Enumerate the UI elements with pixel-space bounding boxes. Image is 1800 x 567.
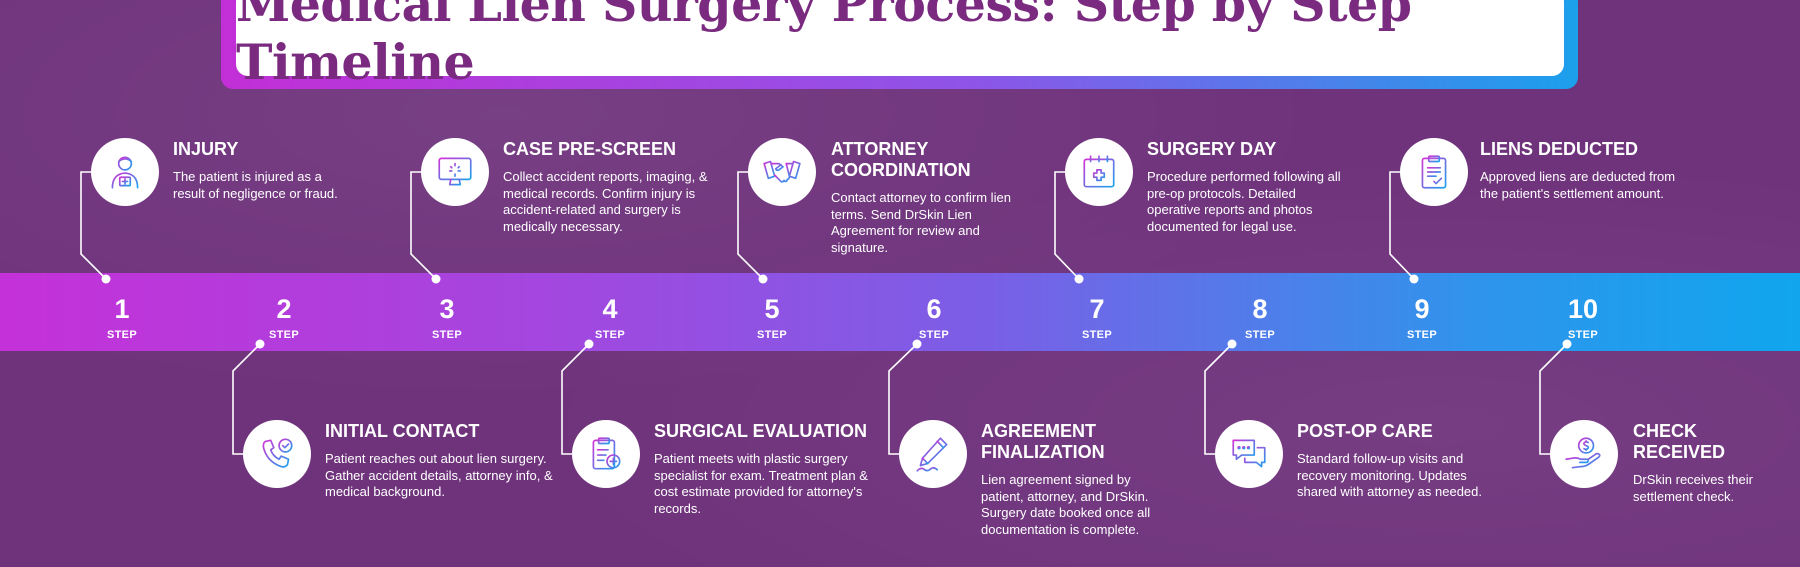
- clipboard-plus-icon: [572, 420, 640, 488]
- pen-signature-icon: [899, 420, 967, 488]
- calendar-medical-icon: [1065, 138, 1133, 206]
- step-desc-8: Standard follow-up visits and recovery m…: [1297, 451, 1483, 499]
- step-desc-10: DrSkin receives their settlement check.: [1633, 472, 1753, 504]
- chat-bubbles-icon: [1215, 420, 1283, 488]
- step-desc-3: Collect accident reports, imaging, & med…: [503, 169, 708, 234]
- monitor-icon: [421, 138, 489, 206]
- step-title-1: INJURY: [173, 139, 239, 159]
- step-desc-9: Approved liens are deducted from the pat…: [1480, 169, 1676, 201]
- handshake-icon: [748, 138, 816, 206]
- step-desc-1: The patient is injured as a result of ne…: [173, 169, 338, 201]
- injured-person-icon: [91, 138, 159, 206]
- step-desc-4: Patient meets with plastic surgery speci…: [654, 451, 868, 516]
- step-title-3: CASE PRE-SCREEN: [503, 139, 677, 159]
- step-desc-6: Lien agreement signed by patient, attorn…: [981, 472, 1151, 537]
- step-desc-5: Contact attorney to confirm lien terms. …: [831, 190, 1011, 255]
- step-title-5: ATTORNEY COORDINATION: [831, 139, 971, 180]
- step-title-6: AGREEMENT FINALIZATION: [981, 421, 1105, 462]
- step-desc-2: Patient reaches out about lien surgery. …: [325, 451, 553, 499]
- hand-coin-icon: [1550, 420, 1618, 488]
- step-title-2: INITIAL CONTACT: [325, 421, 480, 441]
- step-title-9: LIENS DEDUCTED: [1480, 139, 1639, 159]
- step-title-4: SURGICAL EVALUATION: [654, 421, 868, 441]
- phone-check-icon: [243, 420, 311, 488]
- step-title-10: CHECK RECEIVED: [1633, 421, 1726, 462]
- title-box: Medical Lien Surgery Process: Step by St…: [236, 0, 1564, 91]
- step-title-8: POST-OP CARE: [1297, 421, 1433, 441]
- clipboard-check-icon: [1400, 138, 1468, 206]
- step-title-7: SURGERY DAY: [1147, 139, 1277, 159]
- page-title: Medical Lien Surgery Process: Step by St…: [236, 0, 1412, 91]
- step-desc-7: Procedure performed following all pre-op…: [1147, 169, 1341, 234]
- timeline-band: [0, 273, 1800, 351]
